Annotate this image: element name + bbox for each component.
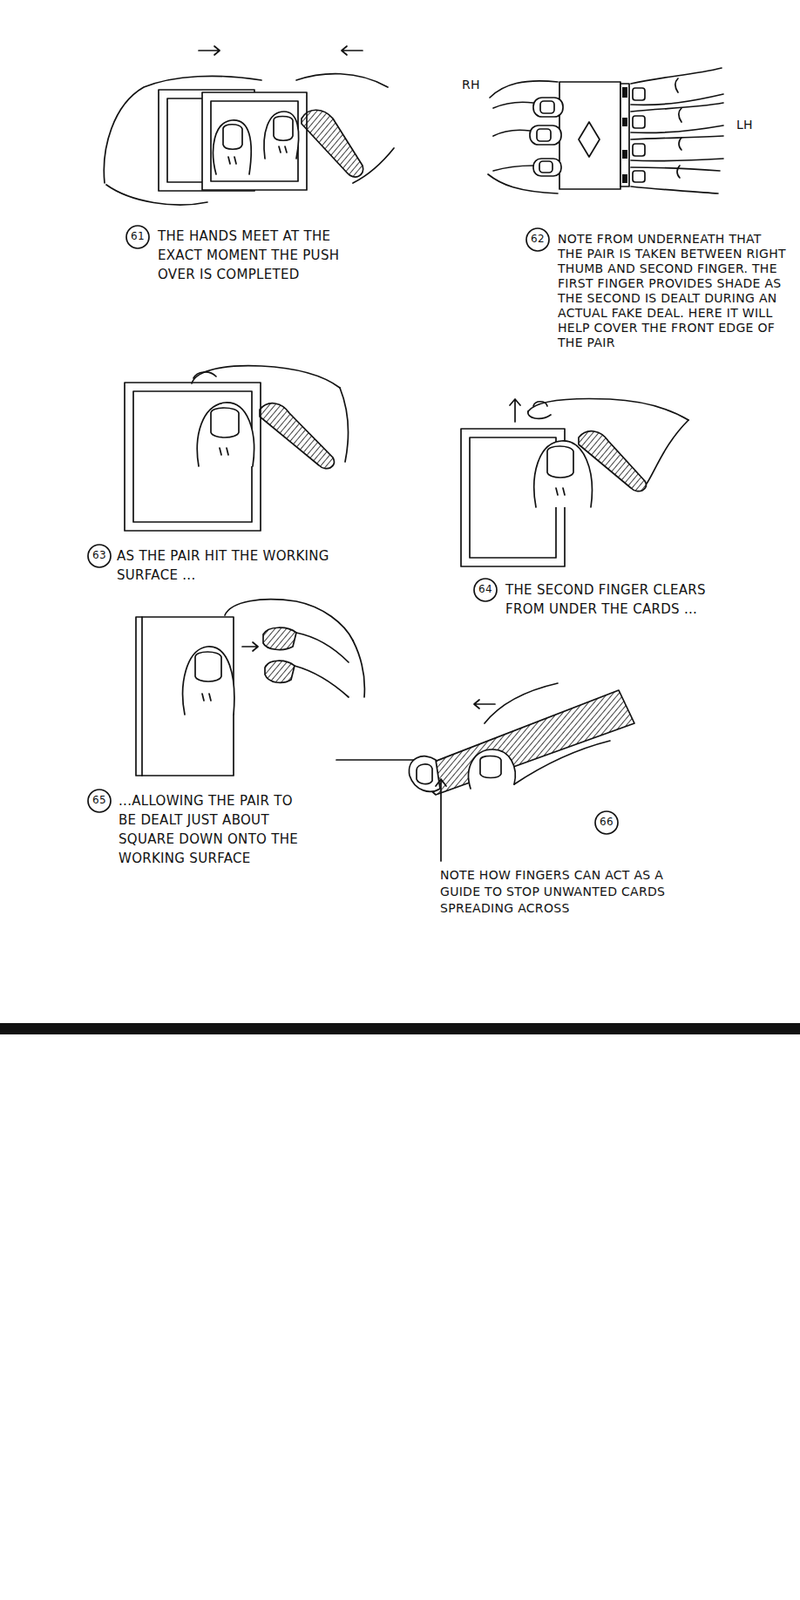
hatched-finger [259,403,334,469]
motion-arrow [341,46,363,55]
fingernail [536,128,551,142]
hatched-fingertip [264,660,295,683]
hand-outline [296,74,388,88]
hatched-fingertip [263,627,297,650]
edge-shade [622,174,628,184]
hand-label: LH [736,118,753,132]
fingertip [533,158,562,177]
thumb [213,120,252,175]
finger-outline [294,632,349,698]
fingernail [632,88,645,101]
card-edge [620,83,630,187]
finger-outline [493,101,534,171]
callout-circle [126,225,150,249]
fingernail [632,170,645,183]
hand-outline [489,81,558,98]
fingernail [540,101,555,114]
finger-outline [630,67,724,105]
motion-arrow [509,399,521,422]
thumb-mark [278,146,287,153]
card [559,81,621,190]
thumbnail [480,756,502,779]
fingertip [528,411,551,419]
caption-text: ...ALLOWING THE PAIR TO BE DEALT JUST AB… [118,791,311,868]
callout-circle [595,811,618,834]
thumb [196,402,254,467]
motion-arrow [242,642,258,651]
finger-outline [191,366,340,388]
callout-circle [474,578,497,602]
callout-number: 64 [478,583,493,596]
fingernail [632,143,645,156]
card-border [210,101,299,182]
callout-circle [88,544,111,568]
caption-text: THE HANDS MEET AT THE EXACT MOMENT THE P… [157,226,357,285]
fingernail [193,372,217,379]
hatched-finger [301,109,364,177]
card-edge [141,616,143,776]
hand-outline [352,640,365,698]
callout-circle [88,789,111,813]
thumbnail [547,446,574,478]
thumbnail [210,407,239,438]
spread-cards [409,690,635,795]
caption-text: THE SECOND FINGER CLEARS FROM UNDER THE … [505,580,739,619]
fingernail [539,161,553,173]
fingertip [533,97,563,117]
pointer-arrow [435,779,447,862]
fingernail [533,401,548,407]
card [202,92,307,190]
thumb-mark [555,488,565,495]
thumb-mark [202,693,211,701]
edge-shade [622,149,628,159]
thumbnail [223,124,243,150]
finger-outline [630,102,724,134]
finger-outline [630,167,720,194]
card [124,382,261,531]
thumb [468,749,516,789]
thumbnail [273,116,293,142]
hand-label: RH [461,78,481,92]
hand-outline [339,387,348,462]
callout-number: 63 [92,549,107,562]
callout-number: 65 [92,794,107,807]
hatched-finger [578,431,646,492]
thumbnail [195,651,222,682]
thumb [534,440,593,508]
card [135,616,234,776]
hand-outline [488,174,558,194]
hand-outline [646,420,689,484]
finger-outline [528,399,689,421]
motion-arrow [198,46,220,55]
callout-number: 61 [130,230,145,243]
callout-number: 66 [599,816,614,828]
fingernail [632,115,645,129]
callout-number: 62 [530,233,545,245]
thumb [264,111,299,159]
finger-outline [484,683,558,724]
thumb-mark [219,447,229,455]
hand-outline [514,740,611,785]
fingernail [416,764,433,785]
diamond-pip [578,122,600,157]
motion-arrow [474,699,495,709]
edge-shade [622,87,628,98]
callout-circle [526,228,550,251]
edge-shade [622,117,628,127]
finger-outline [630,135,724,162]
caption-text: AS THE PAIR HIT THE WORKING SURFACE ... [116,546,353,585]
fingertip [529,125,562,145]
thumb-mark [228,156,237,164]
thumb [183,646,235,715]
knuckle-mark [675,78,682,178]
note-text: NOTE HOW FINGERS CAN ACT AS A GUIDE TO S… [440,867,702,917]
note-text: NOTE FROM UNDERNEATH THAT THE PAIR IS TA… [557,231,787,351]
divider-bar [0,1023,800,1035]
